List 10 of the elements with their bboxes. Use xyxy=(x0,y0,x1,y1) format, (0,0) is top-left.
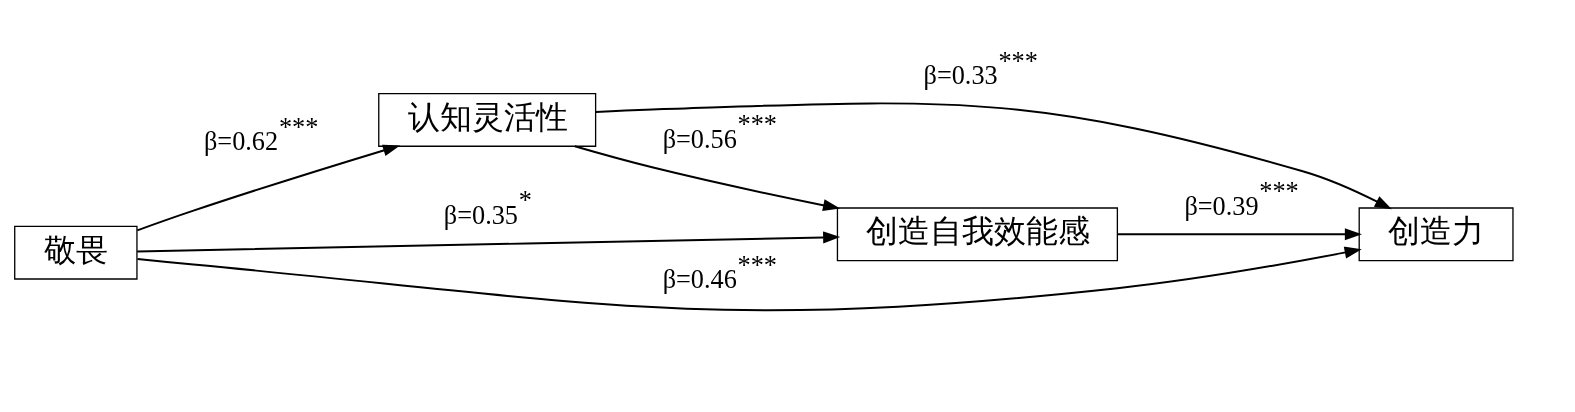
arrow xyxy=(573,145,841,212)
arrow xyxy=(136,231,841,253)
node-box: 创造自我效能感 xyxy=(836,207,1119,262)
arrow xyxy=(136,246,1362,312)
node-box: 敬畏 xyxy=(14,225,138,280)
arrow xyxy=(136,144,401,232)
node-box: 认知灵活性 xyxy=(378,93,597,147)
arrow xyxy=(1116,228,1362,241)
arrow xyxy=(594,102,1392,210)
node-box: 创造力 xyxy=(1358,207,1514,262)
